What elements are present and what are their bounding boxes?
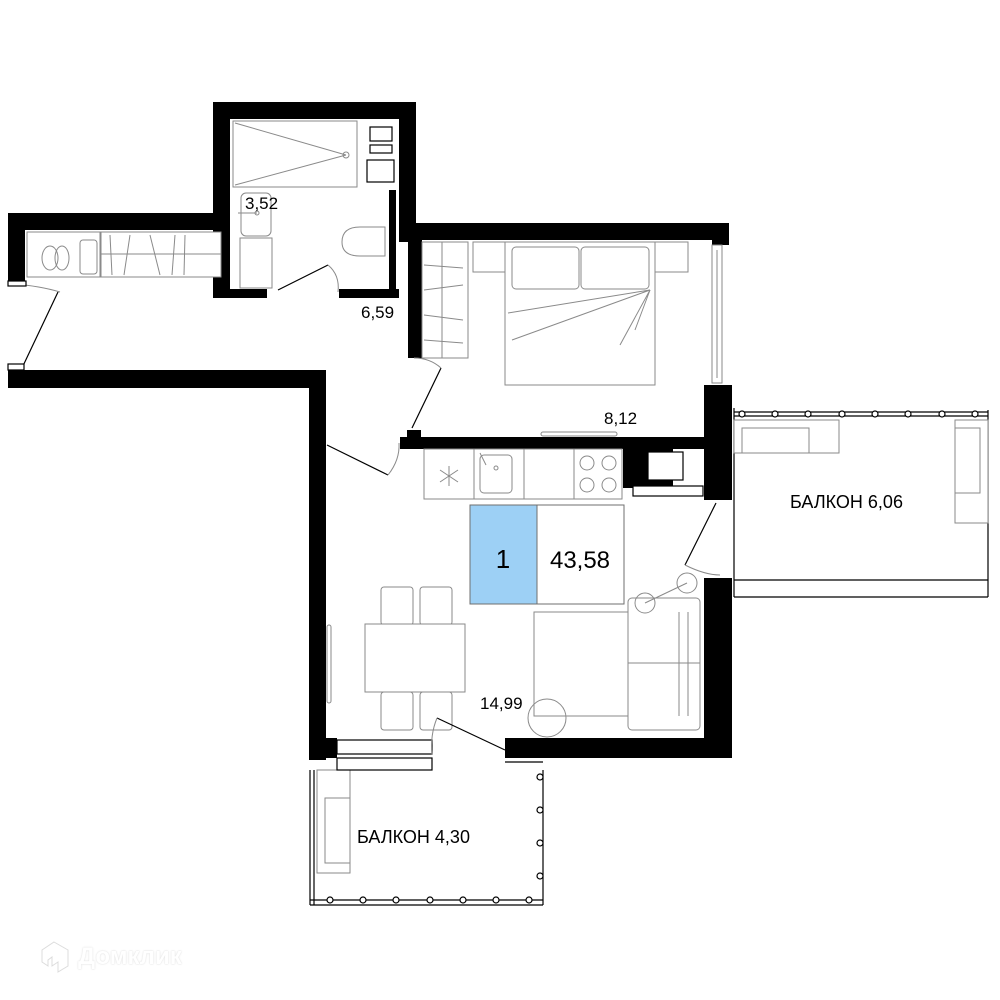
balcony-south bbox=[309, 757, 544, 906]
kitchen bbox=[423, 448, 721, 576]
watermark-text: Домклик bbox=[78, 943, 182, 970]
entry-corridor bbox=[7, 231, 222, 371]
balcony-south-label: БАЛКОН 4,30 bbox=[357, 827, 470, 847]
bedroom bbox=[421, 241, 723, 437]
walls bbox=[8, 102, 732, 760]
bathroom bbox=[232, 120, 395, 293]
balcony-east-label: БАЛКОН 6,06 bbox=[790, 492, 903, 512]
house-logo-icon bbox=[41, 941, 69, 973]
bathroom-area-label: 3,52 bbox=[245, 194, 278, 213]
balcony-east bbox=[733, 408, 989, 598]
living-area-label: 14,99 bbox=[480, 694, 523, 713]
hallway-area-label: 6,59 bbox=[361, 303, 394, 322]
total-area-box bbox=[536, 504, 625, 605]
total-area-label: 43,58 bbox=[550, 547, 610, 574]
living-room bbox=[326, 572, 701, 756]
bedroom-area-label: 8,12 bbox=[604, 409, 637, 428]
summary-badge: 1 43,58 bbox=[469, 504, 625, 605]
hallway-doors bbox=[326, 357, 442, 476]
rooms-count-label: 1 bbox=[496, 544, 510, 574]
watermark: Домклик bbox=[38, 940, 182, 974]
